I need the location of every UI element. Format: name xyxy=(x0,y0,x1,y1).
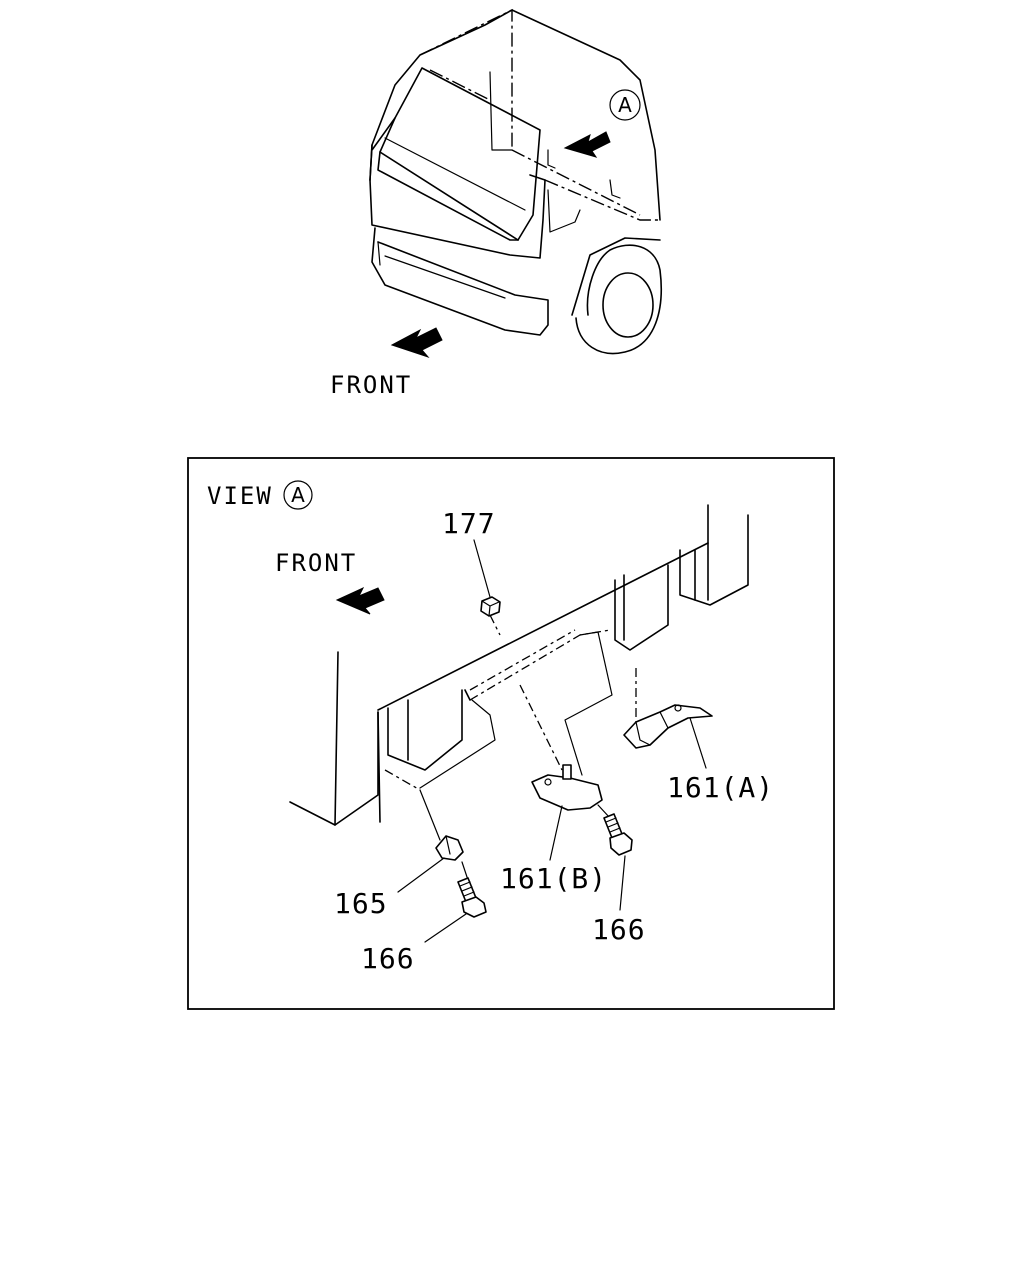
callout-166-right: 166 xyxy=(592,913,646,946)
front-arrow-icon xyxy=(335,586,385,615)
part-161a-bracket xyxy=(623,704,713,749)
view-a-marker-top: A xyxy=(618,93,632,117)
view-a-circle-icon xyxy=(283,480,313,510)
callout-161a: 161(A) xyxy=(667,771,774,804)
callout-177: 177 xyxy=(442,507,496,540)
truck-cab-overview: A xyxy=(369,8,663,359)
cab-floor-structure xyxy=(289,504,749,826)
callout-leaders xyxy=(397,539,707,943)
assembly-lines xyxy=(419,614,637,881)
part-177-nut xyxy=(480,596,501,617)
view-a-marker-detail: A xyxy=(291,483,305,507)
part-166-bolt-left xyxy=(457,877,487,918)
callout-161b: 161(B) xyxy=(500,862,607,895)
view-a-label: VIEW xyxy=(207,482,273,510)
view-a-frame xyxy=(187,457,835,1010)
front-label-overview: FRONT xyxy=(330,371,412,399)
callout-166-left: 166 xyxy=(361,942,415,975)
callout-165: 165 xyxy=(334,887,388,920)
front-label-detail: FRONT xyxy=(275,549,357,577)
part-161b-mount xyxy=(531,764,603,811)
part-165-clip xyxy=(435,835,464,861)
part-166-bolt-right xyxy=(603,813,633,856)
